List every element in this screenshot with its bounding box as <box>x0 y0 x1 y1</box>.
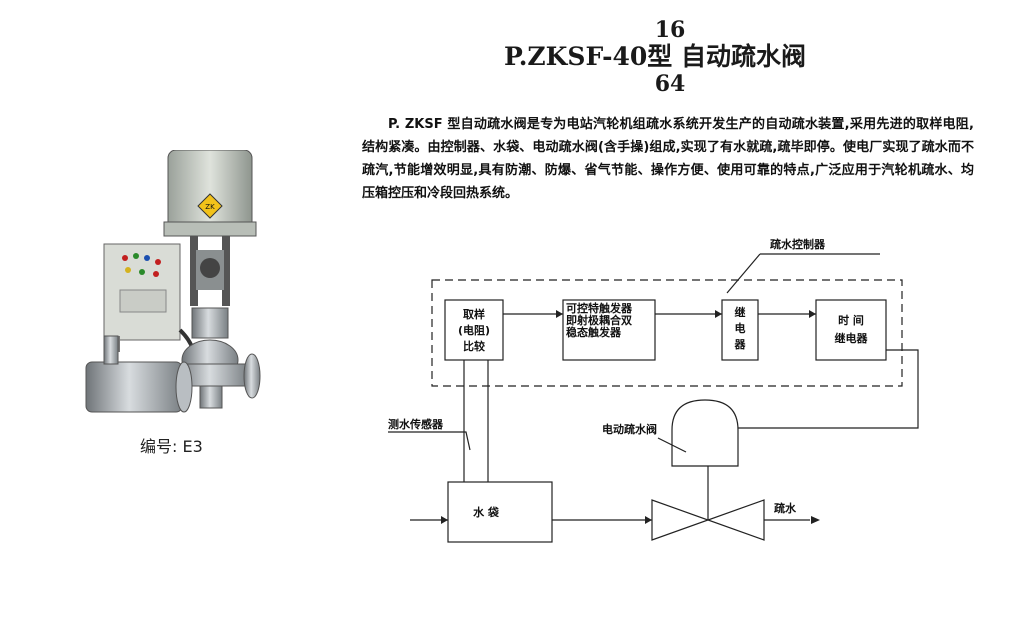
water-bag-label: 水 袋 <box>473 505 500 519</box>
title-fraction-top: 16 <box>654 17 686 43</box>
drain-label: 疏水 <box>774 501 797 515</box>
sampling-line-3: 比较 <box>463 339 485 353</box>
drain-valve-symbol <box>651 499 710 541</box>
sensor-label: 测水传感器 <box>388 417 444 431</box>
relay-line-3: 器 <box>734 338 747 351</box>
controller-label: 疏水控制器 <box>770 237 826 251</box>
timer-box <box>815 299 887 361</box>
relay-line-1: 继 <box>735 305 746 319</box>
trigger-line-2: 即射极耦合双 <box>566 313 632 327</box>
intro-paragraph: P. ZKSF 型自动疏水阀是专为电站汽轮机组疏水系统开发生产的自动疏水装置,采… <box>362 117 974 201</box>
relay-box <box>721 299 759 361</box>
relay-line-2: 电 <box>735 321 746 335</box>
control-block-diagram: 疏水控制器 取样 (电阻) 比较 可控特触发器 即射极耦合双 稳态触发器 继 电… <box>388 237 919 543</box>
page-title: P.ZKSF-40型 自动疏水阀 <box>504 42 806 71</box>
title-fraction-bottom: 64 <box>654 71 686 97</box>
title-block: 16 P.ZKSF-40型 自动疏水阀 64 <box>470 18 870 96</box>
controller-dashed-boundary <box>431 279 903 387</box>
timer-line-2: 继电器 <box>835 331 869 345</box>
timer-line-1: 时 间 <box>838 313 864 327</box>
valve-actuator-dome <box>671 399 739 467</box>
valve-label: 电动疏水阀 <box>602 422 657 436</box>
valve-product-photo: ZK <box>85 150 261 413</box>
trigger-box <box>562 299 656 361</box>
trigger-line-1: 可控特触发器 <box>566 301 633 315</box>
water-bag-box <box>447 481 553 543</box>
valve-plate-text: ZK <box>205 203 215 211</box>
photo-caption: 编号: E3 <box>140 437 203 456</box>
trigger-line-3: 稳态触发器 <box>566 325 622 339</box>
sampling-box <box>444 299 504 361</box>
sampling-line-1: 取样 <box>463 307 485 321</box>
sampling-line-2: (电阻) <box>458 323 490 337</box>
